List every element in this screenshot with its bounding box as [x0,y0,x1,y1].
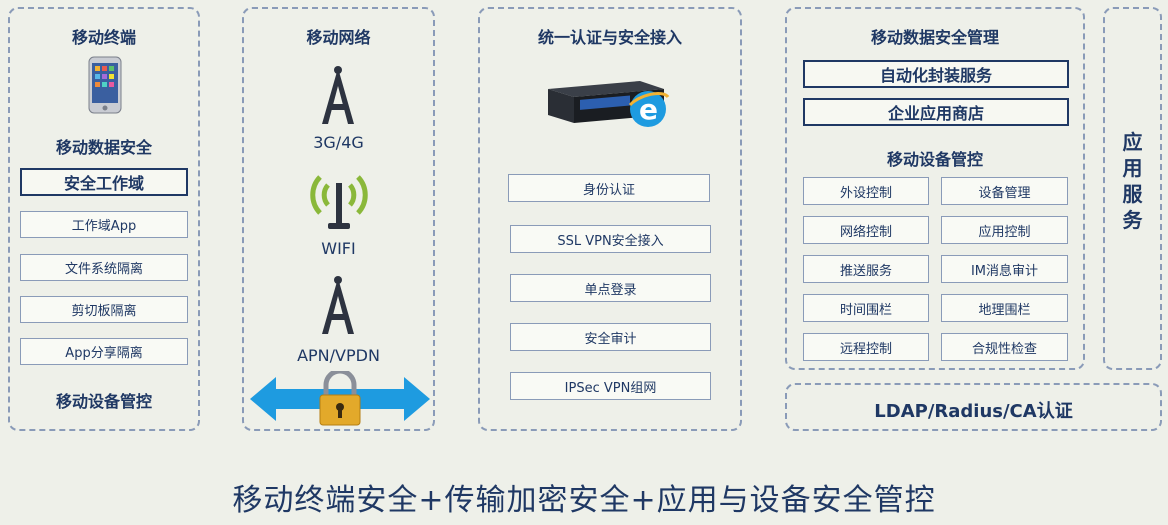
terminal-item: 文件系统隔离 [20,254,188,281]
app-service-char: 应 [1122,130,1143,154]
cell-tower-icon [322,66,354,124]
terminal-item: App分享隔离 [20,338,188,365]
mdm-panel: 移动数据安全管理 自动化封装服务 企业应用商店 移动设备管控 外设控制 设备管理… [785,7,1085,370]
auth-item: 身份认证 [508,174,710,202]
server-browser-icon: e [548,81,670,127]
network-item-apn: APN/VPDN [297,346,380,365]
mdm-grid-item: 远程控制 [803,333,929,361]
wifi-antenna-icon [310,175,368,229]
network-item-wifi: WIFI [321,239,356,258]
app-store-box: 企业应用商店 [803,98,1069,126]
terminal-panel: 移动终端 移动数据安全 安全工作域 工作域App 文件系统隔离 剪切板隔离 Ap… [8,7,200,431]
terminal-device-mgmt: 移动设备管控 [55,392,152,411]
cell-tower-icon [322,276,354,334]
auth-panel: 统一认证与安全接入 e 身份认证 SSL VPN安全接入 单点登录 安全审计 I… [478,7,742,431]
ldap-panel: LDAP/Radius/CA认证 [785,383,1162,431]
app-service-panel: 应 用 服 务 [1103,7,1162,370]
mdm-grid-item: 时间围栏 [803,294,929,322]
auth-item: 单点登录 [510,274,711,302]
app-service-char: 用 [1122,156,1143,180]
ldap-label: LDAP/Radius/CA认证 [874,401,1073,422]
network-item-3g: 3G/4G [313,133,364,152]
auth-item: IPSec VPN组网 [510,372,711,400]
auto-wrap-box: 自动化封装服务 [803,60,1069,88]
mdm-grid-item: 地理围栏 [941,294,1068,322]
app-service-char: 务 [1122,208,1143,232]
mdm-grid-item: 设备管理 [941,177,1068,205]
workspace-box: 安全工作域 [20,168,188,196]
footer-slogan: 移动终端安全+传输加密安全+应用与设备安全管控 [232,483,936,518]
mdm-grid-item: 应用控制 [941,216,1068,244]
auth-item: SSL VPN安全接入 [510,225,711,253]
smartphone-icon [88,56,122,114]
terminal-item: 工作域App [20,211,188,238]
network-title: 移动网络 [306,28,371,47]
terminal-item: 剪切板隔离 [20,296,188,323]
mdm-title: 移动数据安全管理 [870,28,999,47]
terminal-title: 移动终端 [71,28,136,47]
network-panel: 移动网络 3G/4G WIFI APN/VPDN [242,7,435,431]
mdm-grid-item: 网络控制 [803,216,929,244]
svg-text:e: e [639,93,658,126]
mdm-device-title: 移动设备管控 [886,150,983,169]
mdm-grid-item: IM消息审计 [941,255,1068,283]
data-security-title: 移动数据安全 [55,138,152,157]
auth-item: 安全审计 [510,323,711,351]
mdm-grid-item: 合规性检查 [941,333,1068,361]
app-service-label: 应 用 服 务 [1105,129,1160,233]
mdm-grid-item: 推送服务 [803,255,929,283]
padlock-arrow-icon [250,371,430,426]
app-service-char: 服 [1122,182,1143,206]
mdm-grid-item: 外设控制 [803,177,929,205]
auth-title: 统一认证与安全接入 [537,28,682,47]
